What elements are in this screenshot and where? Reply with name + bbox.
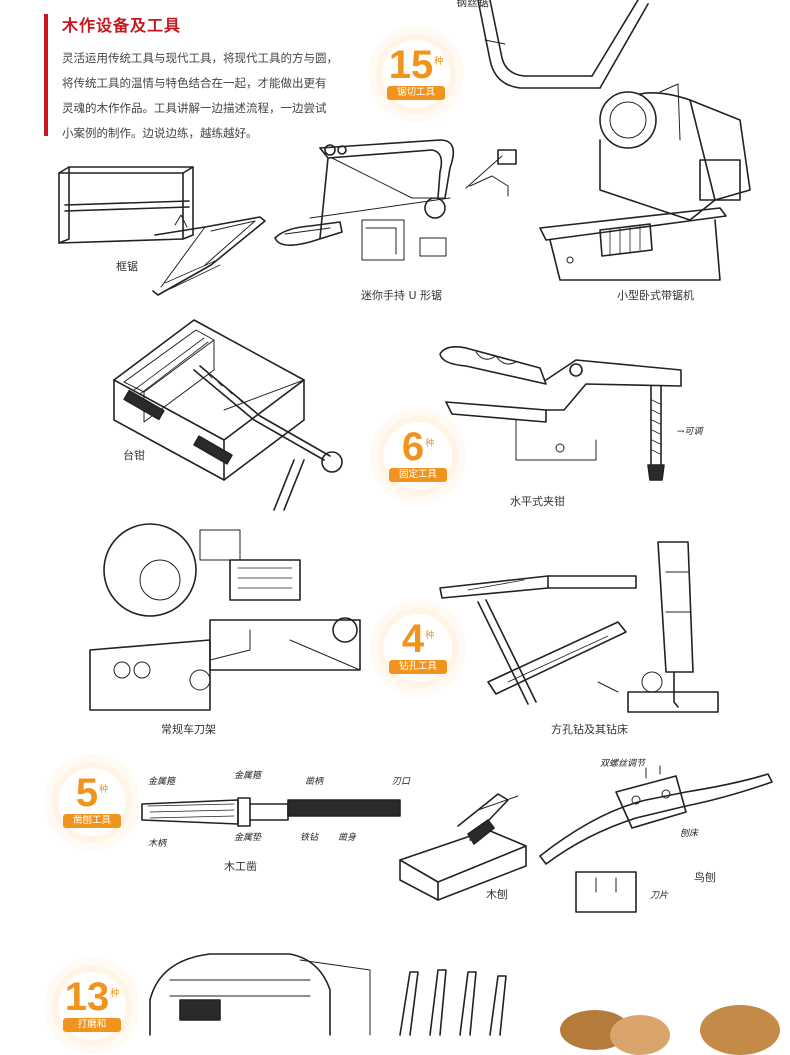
- lathe-tool-post-illustration: [89, 523, 361, 711]
- badge-number: 13: [64, 975, 110, 1019]
- badge-unit: 种: [434, 57, 444, 67]
- chisel-note: 刃口: [392, 777, 411, 787]
- intro-line: 灵魂的木作作品。工具讲解一边描述流程，一边尝试: [62, 101, 327, 115]
- badge-label: 钻孔工具: [389, 660, 447, 674]
- section-accent-bar: [44, 14, 48, 136]
- intro-paragraph: 灵活运用传统工具与现代工具，将现代工具的方与圆， 将传统工具的温情与特色结合在一…: [62, 46, 392, 146]
- badge-label: 锯切工具: [387, 86, 445, 100]
- section-title: 木作设备及工具: [62, 16, 182, 35]
- chisel-note: 凿身: [338, 833, 357, 843]
- wood-plane-illustration: [399, 793, 527, 901]
- badge-label: 固定工具: [389, 468, 447, 482]
- badge-unit: 种: [425, 631, 435, 641]
- bench-vise-illustration: [113, 319, 343, 511]
- badge-unit: 种: [99, 785, 109, 795]
- caption-spokeshave: 鸟刨: [694, 871, 716, 884]
- intro-line: 将传统工具的温情与特色结合在一起，才能做出更有: [62, 76, 327, 90]
- badge-label: 凿刨工具: [63, 814, 121, 828]
- intro-line: 小案例的制作。边说边练，越练越好。: [62, 126, 258, 140]
- badge-drilling-tools: 4种 钻孔工具: [384, 614, 452, 682]
- sander-illustration: [149, 953, 371, 1036]
- caption-coping-saw: 钢丝锯: [456, 0, 489, 9]
- chisel-illustration: [141, 797, 401, 827]
- mortise-drill-illustration: [439, 541, 719, 713]
- badge-number: 5: [75, 771, 99, 815]
- caption-mini-u-saw: 迷你手持 U 形锯: [361, 289, 443, 302]
- spokeshave-note: 刀片: [650, 891, 669, 901]
- spokeshave-note: 双螺丝调节: [600, 759, 646, 769]
- badge-number: 4: [401, 617, 425, 661]
- spokeshave-illustration: [539, 765, 773, 913]
- chisel-note: 凿柄: [305, 777, 324, 787]
- caption-frame-saw: 框锯: [116, 260, 138, 273]
- chisel-note: 铁钻: [300, 833, 319, 843]
- chisel-note: 金属箍: [234, 771, 262, 781]
- badge-label: 打磨和: [63, 1018, 121, 1032]
- caption-bench-vise: 台钳: [123, 449, 145, 462]
- mini-u-saw-illustration: [274, 139, 517, 261]
- band-saw-illustration: [539, 83, 751, 281]
- badge-chisel-plane-tools: 5种 凿刨工具: [58, 768, 126, 836]
- badge-sanding-tools: 13种 打磨和: [58, 972, 126, 1040]
- chisel-note: 木柄: [148, 839, 167, 849]
- clamp-annotation: →可调: [677, 427, 703, 437]
- badge-number: 15: [388, 43, 434, 87]
- badge-number: 6: [401, 425, 425, 469]
- badge-fixing-tools: 6种 固定工具: [384, 422, 452, 490]
- badge-unit: 种: [110, 989, 120, 999]
- caption-lathe: 常规车刀架: [161, 723, 216, 736]
- badge-sawing-tools: 15种 锯切工具: [382, 40, 450, 108]
- wood-blob: [610, 1015, 670, 1055]
- spokeshave-note: 刨床: [680, 829, 699, 839]
- frame-saw-illustration: [58, 166, 266, 296]
- chisel-note: 金属垫: [234, 833, 262, 843]
- caption-chisel: 木工凿: [224, 860, 257, 873]
- toggle-clamp-illustration: [439, 346, 682, 481]
- rasps-illustration: [399, 969, 507, 1036]
- caption-band-saw: 小型卧式带锯机: [617, 289, 694, 302]
- coping-saw-illustration: [477, 0, 649, 89]
- caption-mortise: 方孔钻及其钻床: [551, 723, 628, 736]
- badge-unit: 种: [425, 439, 435, 449]
- caption-toggle-clamp: 水平式夹钳: [510, 495, 565, 508]
- caption-wood-plane: 木刨: [486, 888, 508, 901]
- intro-line: 灵活运用传统工具与现代工具，将现代工具的方与圆，: [62, 51, 338, 65]
- wood-blob: [700, 1005, 780, 1055]
- chisel-note: 金属箍: [148, 777, 176, 787]
